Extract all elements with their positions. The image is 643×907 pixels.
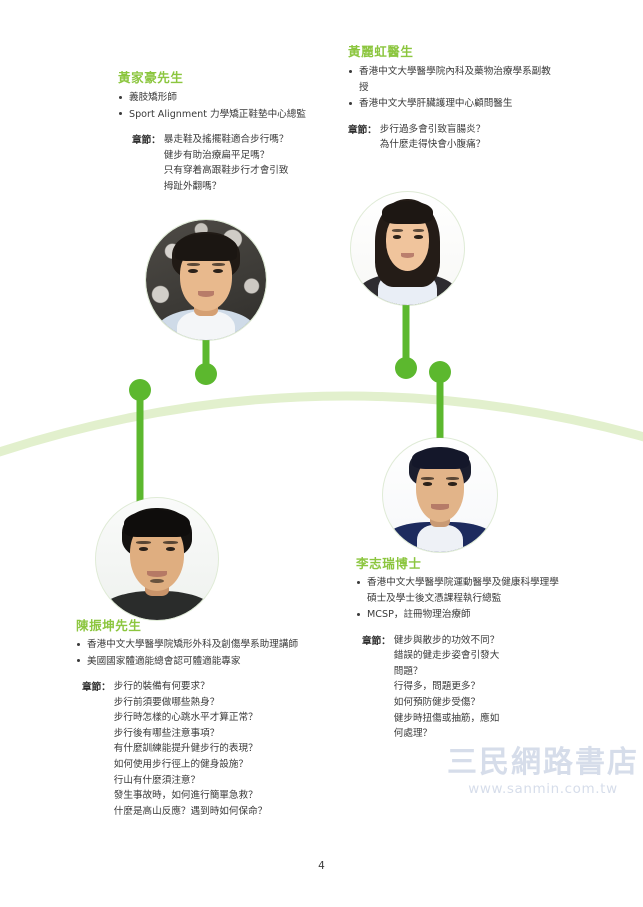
- chapter-question-list: 步行過多會引致盲腸炎？ 為什麼走得快會小腹痛？: [377, 122, 486, 153]
- chapter-question: 健步與散步的功效不同？: [393, 634, 500, 646]
- chapter-question: 只有穿着高跟鞋步行才會引致: [163, 165, 289, 177]
- credential-item: MCSP，註冊物理治療師: [356, 607, 568, 623]
- credential-item: 香港中文大學醫學院內科及藥物治療學系副教授: [348, 64, 558, 95]
- chapter-question: 步行的裝備有何要求？: [113, 681, 210, 693]
- credentials-list-wong-lai-hung: 香港中文大學醫學院內科及藥物治療學系副教授 香港中文大學肝臟護理中心顧問醫生: [348, 64, 558, 112]
- watermark-url: www.sanmin.com.tw: [468, 781, 618, 797]
- page-number: 4: [318, 860, 325, 872]
- node-dot-2: [195, 363, 217, 385]
- chapter-question: 步行前須要做哪些熱身？: [113, 696, 220, 708]
- credentials-list-wong-ka-ho: 義肢矯形師 Sport Alignment 力學矯正鞋墊中心總監: [118, 90, 336, 122]
- chapter-question: 暴走鞋及搖擺鞋適合步行嗎？: [163, 134, 289, 146]
- credentials-list-lee-chi-sui: 香港中文大學醫學院運動醫學及健康科學理學碩士及學士後文憑課程執行總監 MCSP，…: [356, 575, 568, 623]
- expert-block-wong-lai-hung: 黃麗虹醫生 香港中文大學醫學院內科及藥物治療學系副教授 香港中文大學肝臟護理中心…: [348, 44, 558, 153]
- credential-item: 美國國家體適能總會認可體適能專家: [76, 654, 336, 670]
- node-dot-1: [129, 379, 151, 401]
- chapter-wong-ka-ho: 章節： 暴走鞋及搖擺鞋適合步行嗎？ 健步有助治療扁平足嗎？ 只有穿着高跟鞋步行才…: [118, 132, 336, 194]
- chapter-question: 行山有什麼須注意？: [113, 774, 201, 786]
- expert-block-chan-chun-kwan: 陳振坤先生 香港中文大學醫學院矯形外科及創傷學系助理講師 美國國家體適能總會認可…: [76, 618, 336, 819]
- watermark: 三民網路書店 www.sanmin.com.tw: [447, 745, 639, 798]
- timeline-arc: [0, 391, 643, 457]
- chapter-question-list: 健步與散步的功效不同？ 錯誤的健走步姿會引發大 問題？ 行得多，問題更多？ 如何…: [391, 633, 500, 742]
- expert-name-wong-ka-ho: 黃家豪先生: [118, 70, 184, 85]
- chapter-question: 發生事故時，如何進行簡單急救？: [113, 790, 258, 802]
- chapter-question: 問題？: [393, 665, 423, 677]
- chapter-question: 步行過多會引致盲腸炎？: [379, 123, 486, 135]
- chapter-chan-chun-kwan: 章節： 步行的裝備有何要求？ 步行前須要做哪些熱身？ 步行時怎樣的心跳水平才算正…: [76, 679, 336, 819]
- credential-item: 香港中文大學肝臟護理中心顧問醫生: [348, 96, 558, 112]
- expert-name-chan-chun-kwan: 陳振坤先生: [76, 618, 142, 633]
- chapter-question: 步行時怎樣的心跳水平才算正常？: [113, 712, 258, 724]
- chapter-question: 健步時扭傷或抽筋，應如: [393, 712, 500, 724]
- credential-item: 義肢矯形師: [118, 90, 336, 106]
- credential-item: Sport Alignment 力學矯正鞋墊中心總監: [118, 107, 336, 123]
- avatar-lee-chi-sui: [383, 438, 497, 552]
- chapter-label: 章節：: [82, 682, 111, 694]
- chapter-label: 章節：: [132, 135, 161, 147]
- chapter-question: 何處理？: [393, 728, 433, 740]
- credential-item: 香港中文大學醫學院矯形外科及創傷學系助理講師: [76, 637, 336, 653]
- chapter-question-list: 步行的裝備有何要求？ 步行前須要做哪些熱身？ 步行時怎樣的心跳水平才算正常？ 步…: [111, 679, 268, 819]
- node-dot-4: [429, 361, 451, 383]
- chapter-question: 有什麼訓練能提升健步行的表現？: [113, 743, 258, 755]
- watermark-title: 三民網路書店: [447, 745, 639, 780]
- node-dot-3: [395, 357, 417, 379]
- chapter-question: 步行後有哪些注意事項？: [113, 727, 220, 739]
- expert-block-lee-chi-sui: 李志瑞博士 香港中文大學醫學院運動醫學及健康科學理學碩士及學士後文憑課程執行總監…: [356, 556, 568, 742]
- chapter-question: 如何使用步行徑上的健身設施？: [113, 758, 249, 770]
- chapter-lee-chi-sui: 章節： 健步與散步的功效不同？ 錯誤的健走步姿會引發大 問題？ 行得多，問題更多…: [356, 633, 568, 742]
- avatar-wong-ka-ho: [146, 220, 266, 340]
- chapter-question: 如何預防健步受傷？: [393, 696, 481, 708]
- chapter-wong-lai-hung: 章節： 步行過多會引致盲腸炎？ 為什麼走得快會小腹痛？: [348, 122, 558, 153]
- chapter-question: 行得多，問題更多？: [393, 681, 481, 693]
- expert-block-wong-ka-ho: 黃家豪先生 義肢矯形師 Sport Alignment 力學矯正鞋墊中心總監 章…: [118, 70, 336, 194]
- chapter-question: 錯誤的健走步姿會引發大: [393, 650, 500, 662]
- credentials-list-chan-chun-kwan: 香港中文大學醫學院矯形外科及創傷學系助理講師 美國國家體適能總會認可體適能專家: [76, 637, 336, 669]
- expert-name-wong-lai-hung: 黃麗虹醫生: [348, 44, 414, 59]
- chapter-question-list: 暴走鞋及搖擺鞋適合步行嗎？ 健步有助治療扁平足嗎？ 只有穿着高跟鞋步行才會引致 …: [161, 132, 289, 194]
- chapter-question: 什麼是高山反應？遇到時如何保命？: [113, 805, 268, 817]
- chapter-label: 章節：: [348, 124, 377, 136]
- chapter-question: 拇趾外翻嗎？: [163, 180, 222, 192]
- expert-name-lee-chi-sui: 李志瑞博士: [356, 556, 422, 571]
- chapter-question: 為什麼走得快會小腹痛？: [379, 139, 486, 151]
- avatar-chan-chun-kwan: [96, 498, 218, 620]
- credential-item: 香港中文大學醫學院運動醫學及健康科學理學碩士及學士後文憑課程執行總監: [356, 575, 568, 606]
- avatar-wong-lai-hung: [351, 192, 464, 305]
- chapter-label: 章節：: [362, 635, 391, 647]
- chapter-question: 健步有助治療扁平足嗎？: [163, 149, 270, 161]
